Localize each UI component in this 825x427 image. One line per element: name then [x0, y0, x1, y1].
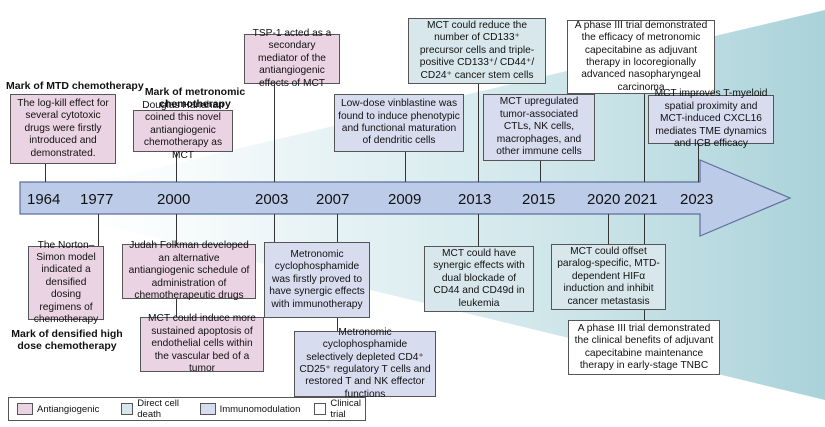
- year-label: 2009: [388, 191, 422, 208]
- year-label: 1977: [80, 191, 114, 208]
- event-2021-npc-trial: A phase III trial demonstrated the effic…: [567, 20, 715, 94]
- event-1977: The Norton–Simon model indicated a densi…: [28, 240, 104, 325]
- event-2020: MCT could offset paralog-specific, MTD-d…: [551, 244, 666, 310]
- event-text: Judah Folkman developed an alternative a…: [128, 240, 250, 302]
- event-2015: MCT upregulated tumor-associated CTLs, N…: [483, 94, 595, 161]
- timeline-arrow: [19, 159, 792, 237]
- legend-swatch: [17, 403, 33, 415]
- event-text: MCT upregulated tumor-associated CTLs, N…: [496, 96, 582, 158]
- event-text: MCT could have synergic effects with dua…: [433, 247, 525, 309]
- legend-label: Clinical trial: [330, 398, 361, 420]
- event-text: A phase III trial demonstrated the effic…: [574, 19, 708, 93]
- connector-line: [478, 214, 479, 246]
- event-text: Low-dose vinblastine was found to induce…: [338, 98, 460, 147]
- year-label: 2003: [255, 191, 289, 208]
- event-2021-tnbc-trial: A phase III trial demonstrated the clini…: [568, 320, 720, 375]
- event-2013-stem-cells: MCT could reduce the number of CD133⁺ pr…: [408, 18, 546, 84]
- event-2000-hanahan: Douglas Hanahan coined this novel antian…: [133, 100, 233, 161]
- connector-line: [45, 164, 46, 182]
- connector-line: [176, 214, 177, 244]
- connector-line: [274, 214, 275, 242]
- legend-item-immunomodulation: Immunomodulation: [199, 403, 301, 415]
- legend-label: Antiangiogenic: [37, 403, 100, 415]
- event-2007-immunotherapy: Metronomic cyclophosphamide was firstly …: [264, 242, 370, 318]
- legend-item-clinical-trial: Clinical trial: [314, 398, 365, 420]
- year-label: 2000: [157, 191, 191, 208]
- event-text: MCT could induce more sustained apoptosi…: [148, 313, 256, 375]
- event-2009: Low-dose vinblastine was found to induce…: [334, 94, 464, 152]
- event-2007-tregs: Metronomic cyclophosphamide selectively …: [294, 327, 436, 400]
- legend-label: Direct cell death: [137, 398, 179, 420]
- connector-line: [698, 144, 699, 182]
- connector-line: [540, 161, 541, 182]
- legend-label: Immunomodulation: [219, 403, 301, 415]
- year-label: 2007: [316, 191, 350, 208]
- event-text: Metronomic cyclophosphamide was firstly …: [269, 248, 365, 310]
- legend-swatch: [121, 403, 134, 415]
- year-label: 2013: [458, 191, 492, 208]
- connector-line: [608, 214, 609, 244]
- event-text: Douglas Hanahan coined this novel antian…: [142, 99, 224, 161]
- connector-line: [176, 151, 177, 182]
- connector-line: [274, 84, 275, 182]
- year-label: 2021: [624, 191, 658, 208]
- event-text: MCT could reduce the number of CD133⁺ pr…: [419, 19, 535, 81]
- event-text: A phase III trial demonstrated the clini…: [574, 322, 714, 371]
- event-2013-leukemia: MCT could have synergic effects with dua…: [424, 246, 534, 312]
- mark-densified-chemotherapy: Mark of densified high dose chemotherapy: [11, 328, 123, 352]
- legend: Antiangiogenic Direct cell death Immunom…: [8, 397, 366, 421]
- mark-mtd-chemotherapy: Mark of MTD chemotherapy: [6, 80, 144, 92]
- connector-line: [337, 214, 338, 242]
- event-text: Metronomic cyclophosphamide selectively …: [299, 326, 431, 400]
- year-label: 2020: [587, 191, 621, 208]
- event-text: MCT could offset paralog-specific, MTD-d…: [557, 245, 660, 307]
- legend-swatch: [199, 403, 216, 415]
- legend-item-antiangiogenic: Antiangiogenic: [17, 403, 99, 415]
- event-2023: MCT improves T-myeloid spatial proximity…: [648, 88, 774, 149]
- event-text: The Norton–Simon model indicated a densi…: [33, 239, 99, 326]
- connector-line: [405, 152, 406, 182]
- event-1964: The log-kill effect for several cytotoxi…: [10, 94, 116, 164]
- event-text: The log-kill effect for several cytotoxi…: [17, 97, 109, 159]
- event-2003: TSP-1 acted as a secondary mediator of t…: [244, 28, 340, 89]
- event-text: MCT improves T-myeloid spatial proximity…: [654, 88, 768, 150]
- year-label: 2023: [680, 191, 714, 208]
- legend-swatch: [314, 403, 327, 415]
- connector-line: [98, 214, 99, 246]
- legend-item-direct-cell-death: Direct cell death: [121, 398, 185, 420]
- mark-metronomic-chemotherapy: Mark of metronomic chemotherapy: [144, 86, 246, 110]
- connector-line: [337, 318, 338, 331]
- event-2000-folkman: Judah Folkman developed an alternative a…: [122, 240, 256, 301]
- connector-line: [176, 299, 177, 317]
- event-text: TSP-1 acted as a secondary mediator of t…: [252, 27, 332, 89]
- year-label: 1964: [27, 191, 61, 208]
- event-2000-apoptosis: MCT could induce more sustained apoptosi…: [140, 313, 264, 374]
- year-label: 2015: [522, 191, 556, 208]
- connector-line: [478, 84, 479, 182]
- connector-line: [644, 94, 645, 182]
